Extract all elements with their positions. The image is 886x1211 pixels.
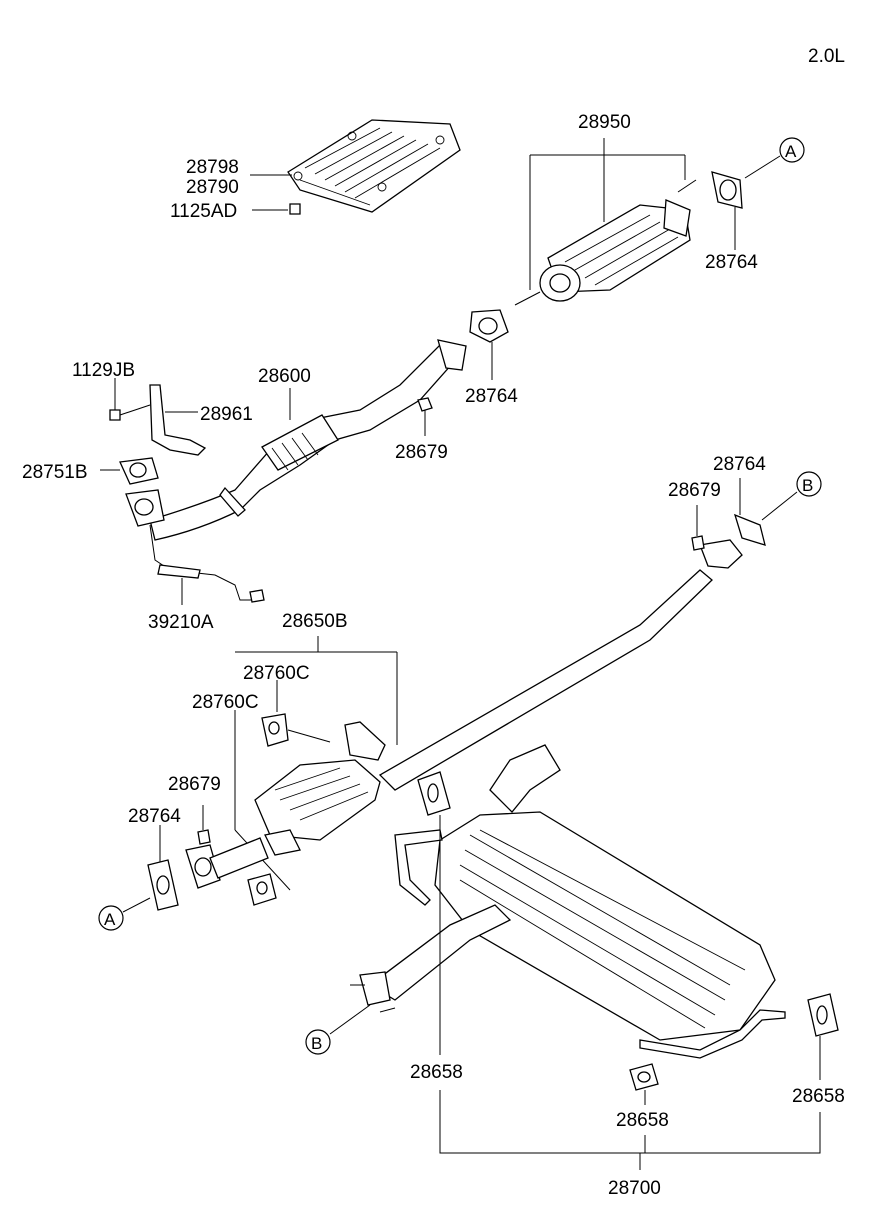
- label-28790: 28790: [186, 177, 239, 198]
- nut-center-drawing: [197, 829, 211, 845]
- heat-protector-drawing: [287, 119, 461, 213]
- label-28679-b: 28679: [668, 480, 721, 501]
- label-28764-cat-inlet: 28764: [465, 386, 518, 407]
- label-1125ad: 1125AD: [170, 201, 237, 222]
- gasket-a-bottom-drawing: [147, 859, 179, 911]
- front-flange-drawing: [125, 489, 165, 527]
- bolt-1129jb-drawing: [109, 378, 151, 421]
- hanger-rubber-left-drawing: [417, 771, 451, 816]
- hanger-rubber-right-drawing: [807, 993, 839, 1037]
- connector-a-top: A: [779, 137, 805, 163]
- label-28760c-upper: 28760C: [243, 663, 310, 684]
- catalytic-converter-drawing: [514, 179, 697, 306]
- label-28658-mid: 28658: [616, 1110, 669, 1131]
- label-28658-right: 28658: [792, 1086, 845, 1107]
- svg-text:A: A: [104, 910, 116, 929]
- oxygen-sensor-drawing: [149, 524, 265, 603]
- label-28650b: 28650B: [282, 611, 348, 632]
- hanger-rubber-mid-drawing: [629, 1063, 659, 1091]
- label-28764-b: 28764: [713, 454, 766, 475]
- svg-text:B: B: [802, 476, 813, 495]
- main-muffler-drawing: [350, 744, 786, 1059]
- hanger-upper-drawing: [261, 713, 331, 747]
- label-28679-center: 28679: [168, 774, 221, 795]
- label-28760c-lower: 28760C: [192, 692, 259, 713]
- connector-b-bottom: B: [305, 1029, 331, 1055]
- label-39210a: 39210A: [148, 612, 214, 633]
- label-1129jb: 1129JB: [72, 360, 135, 381]
- svg-text:A: A: [785, 142, 797, 161]
- label-28700: 28700: [608, 1178, 661, 1199]
- connector-b-top: B: [796, 471, 822, 497]
- svg-text:B: B: [311, 1034, 322, 1053]
- bolt-1125ad-drawing: [252, 203, 301, 215]
- bracket-drawing: [149, 384, 207, 456]
- gasket-front-drawing: [119, 457, 159, 485]
- label-28764-a-bottom: 28764: [128, 806, 181, 827]
- front-pipe-drawing: [149, 339, 467, 541]
- label-28961: 28961: [200, 404, 253, 425]
- hanger-lower-drawing: [247, 873, 277, 906]
- center-flange-drawing: [185, 837, 269, 889]
- center-pipe-drawing: [378, 539, 743, 791]
- nut-front-drawing: [417, 397, 433, 412]
- label-28798: 28798: [186, 157, 239, 178]
- label-28764-a-top: 28764: [705, 252, 758, 273]
- label-28751b: 28751B: [22, 462, 88, 483]
- label-28950: 28950: [578, 112, 631, 133]
- nut-b-drawing: [691, 535, 705, 551]
- center-muffler-drawing: [254, 721, 386, 856]
- label-28679-front: 28679: [395, 442, 448, 463]
- gasket-b-drawing: [733, 513, 766, 546]
- engine-label: 2.0L: [808, 46, 845, 67]
- label-28600: 28600: [258, 366, 311, 387]
- label-28658-left: 28658: [410, 1062, 463, 1083]
- gasket-a-top-drawing: [711, 171, 743, 209]
- connector-a-bottom: A: [98, 905, 124, 931]
- gasket-cat-inlet-drawing: [469, 309, 509, 343]
